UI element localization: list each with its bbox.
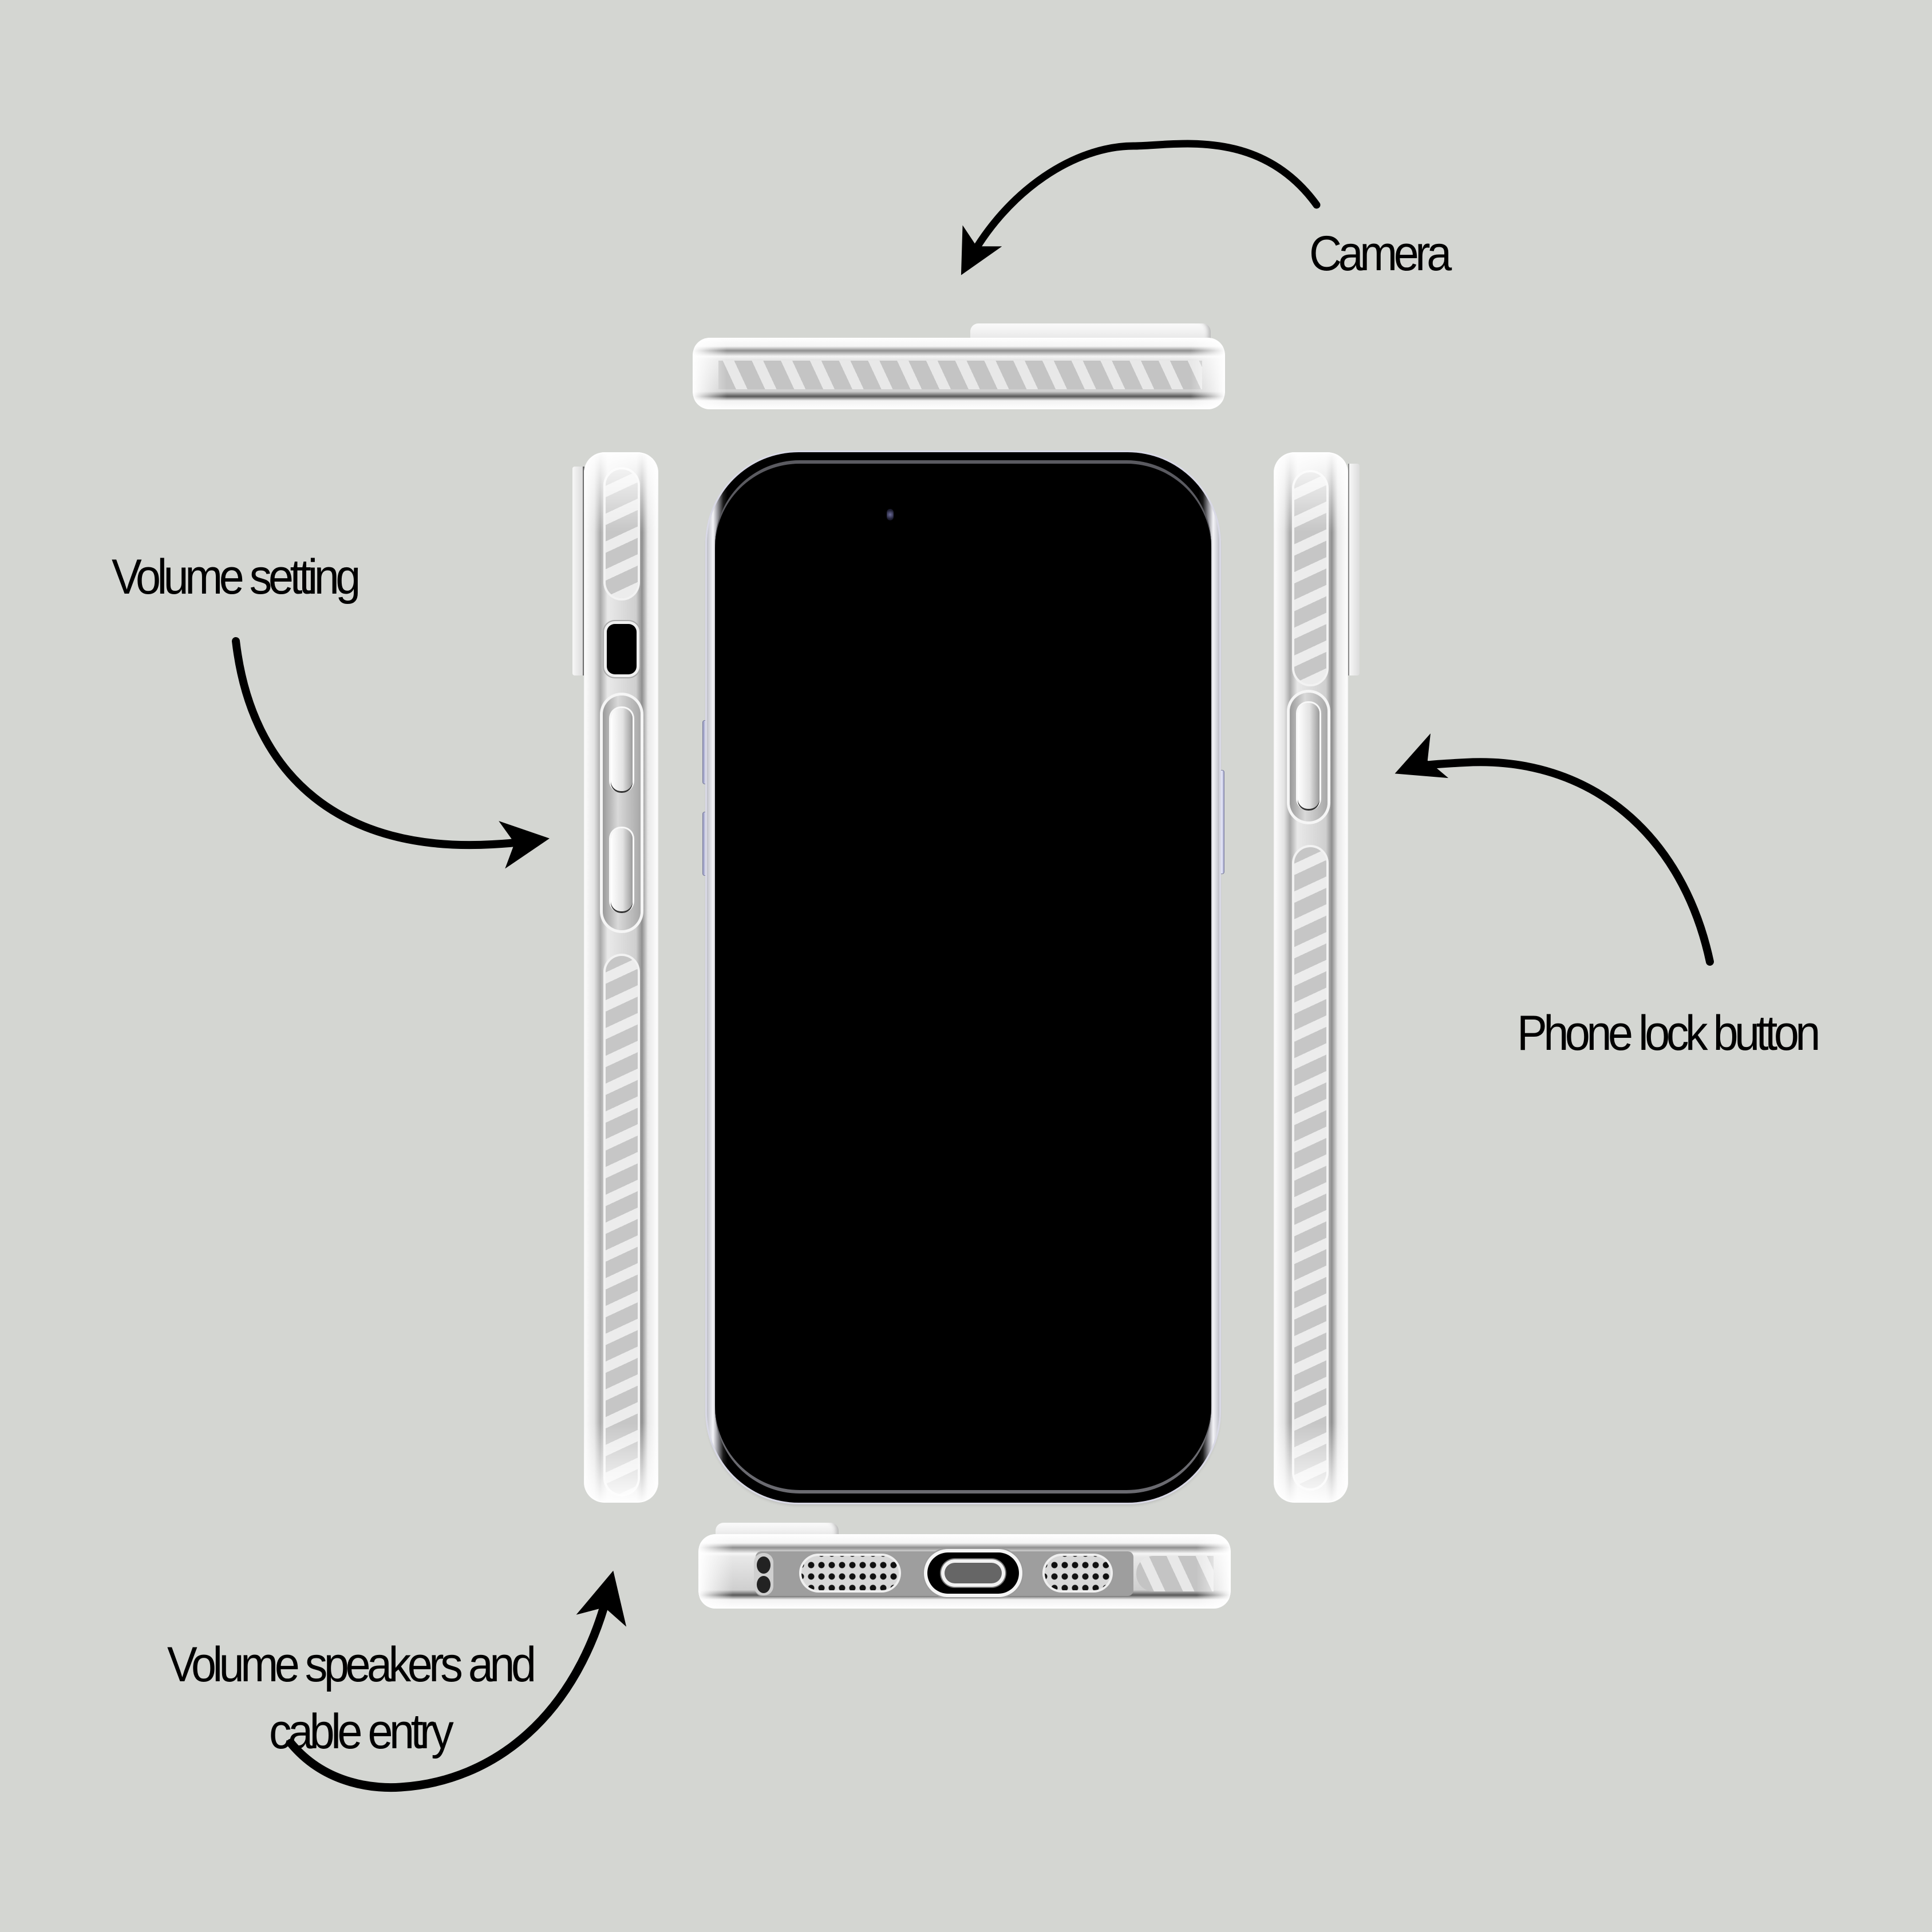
- usb-connector-icon: [945, 1563, 1002, 1583]
- lock-button-arrow-icon: [1394, 733, 1714, 966]
- phone-lock-button-label: Phone lock button: [1517, 1006, 1820, 1061]
- camera-arrow-icon: [961, 140, 1321, 275]
- microphone: [754, 1553, 773, 1595]
- right-side-view: [1274, 452, 1348, 1503]
- right-case-tab: [1348, 464, 1360, 675]
- mic-hole: [757, 1556, 771, 1574]
- volume-button-frame: [603, 696, 641, 930]
- front-camera-icon: [887, 509, 894, 520]
- volume-arrow-icon: [232, 637, 550, 869]
- speakers-label-line1: Volume speakers and: [167, 1637, 536, 1692]
- mic-hole: [757, 1576, 771, 1593]
- speaker-grille-right: [1045, 1556, 1111, 1590]
- lock-button-frame: [1290, 693, 1327, 821]
- stripe-panel: [1294, 847, 1326, 1488]
- left-side-view: [584, 452, 658, 1503]
- stripe-panel: [606, 956, 638, 1494]
- top-edge-view: [693, 338, 1225, 409]
- volume-setting-label: Volume setting: [112, 550, 361, 605]
- mute-switch: [607, 624, 637, 674]
- speakers-arrow-icon: [286, 1570, 627, 1792]
- left-case-tab: [572, 467, 584, 675]
- bottom-edge-view: [698, 1534, 1231, 1609]
- volume-up-button: [611, 708, 633, 791]
- speakers-label-line2: cable entry: [269, 1704, 454, 1759]
- phone-screen: [715, 460, 1211, 1494]
- speaker-grille-left: [801, 1556, 899, 1590]
- lock-button: [1298, 703, 1319, 809]
- usb-port: [927, 1552, 1019, 1594]
- camera-label: Camera: [1309, 226, 1452, 281]
- front-view: [707, 452, 1219, 1503]
- top-edge-stripes: [718, 361, 1202, 389]
- volume-down-button: [611, 828, 633, 911]
